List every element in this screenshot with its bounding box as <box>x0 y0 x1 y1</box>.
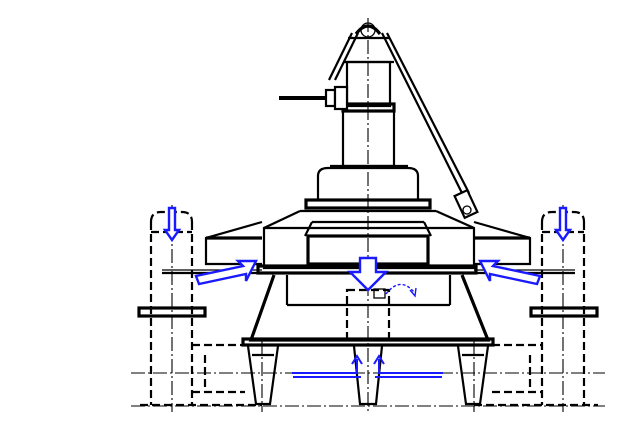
center-lines <box>131 18 605 412</box>
lower-right-up-arrow <box>373 354 443 378</box>
right-outlet-arrow <box>478 259 542 286</box>
center-down-arrow <box>347 256 389 292</box>
left-wing <box>204 220 263 266</box>
left-column <box>137 210 262 407</box>
right-wing <box>473 220 532 266</box>
right-column-down-arrow <box>553 206 573 243</box>
rotation-indicator <box>385 283 417 298</box>
left-outlet-arrow <box>194 259 258 286</box>
right-column <box>474 210 599 407</box>
tension-bolt <box>453 188 479 220</box>
left-column-down-arrow <box>162 206 182 243</box>
flow-arrows <box>162 206 573 378</box>
motor-column <box>279 60 408 168</box>
bearing-housing <box>300 166 436 213</box>
side-shaft <box>279 85 349 111</box>
support-legs <box>246 345 490 406</box>
lower-body <box>241 274 495 347</box>
lower-left-up-arrow <box>292 354 363 378</box>
support-cables <box>328 32 479 220</box>
